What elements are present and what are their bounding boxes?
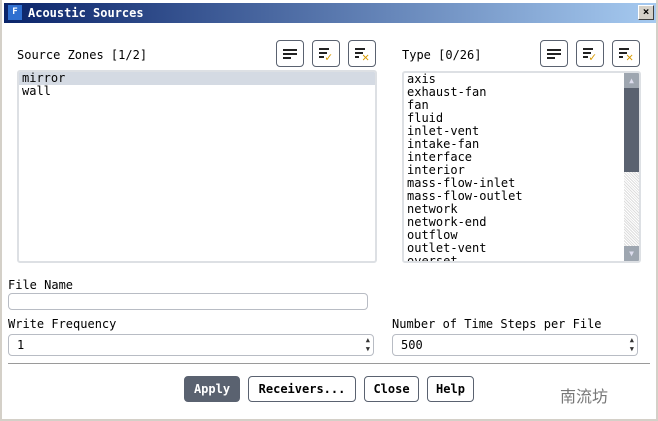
check-icon: ✓	[325, 50, 333, 64]
write-frequency-label: Write Frequency	[8, 317, 117, 331]
x-icon: ✕	[362, 50, 370, 64]
list-item[interactable]: interface	[407, 150, 473, 164]
divider	[8, 363, 650, 364]
window-title: Acoustic Sources	[28, 6, 144, 20]
list-item[interactable]: axis	[407, 72, 436, 86]
source-zones-list-toggle-button[interactable]	[276, 40, 304, 67]
list-item[interactable]: wall	[22, 84, 51, 98]
source-zones-list[interactable]: mirror wall	[17, 70, 377, 263]
title-bar: F Acoustic Sources ×	[4, 3, 656, 23]
type-list-toggle-button[interactable]	[540, 40, 568, 67]
type-label: Type [0/26]	[402, 48, 482, 62]
steps-per-file-value: 500	[401, 338, 423, 352]
steps-per-file-input[interactable]: 500 ▲▼	[392, 334, 638, 356]
list-item[interactable]: exhaust-fan	[407, 85, 487, 99]
source-zones-select-all-button[interactable]: ✓	[312, 40, 340, 67]
list-item[interactable]: mass-flow-inlet	[407, 176, 516, 190]
list-item[interactable]: intake-fan	[407, 137, 480, 151]
list-item[interactable]: outlet-vent	[407, 241, 487, 255]
source-zones-label: Source Zones [1/2]	[17, 48, 148, 62]
close-button[interactable]: Close	[364, 376, 419, 402]
spinner-arrows-icon[interactable]: ▲▼	[629, 336, 634, 353]
apply-button[interactable]: Apply	[184, 376, 240, 402]
file-name-input[interactable]	[8, 293, 368, 310]
list-item[interactable]: interior	[407, 163, 465, 177]
list-item[interactable]: overset	[407, 254, 458, 263]
watermark: 南流坊	[560, 387, 609, 406]
scroll-down-icon[interactable]: ▼	[624, 246, 639, 261]
spinner-arrows-icon[interactable]: ▲▼	[365, 336, 370, 353]
list-item[interactable]: outflow	[407, 228, 458, 242]
list-item[interactable]: inlet-vent	[407, 124, 480, 138]
list-item[interactable]: mirror	[19, 72, 375, 85]
list-item[interactable]: fluid	[407, 111, 444, 125]
list-item[interactable]: mass-flow-outlet	[407, 189, 523, 203]
write-frequency-input[interactable]: 1 ▲▼	[8, 334, 374, 356]
scrollbar-thumb[interactable]	[624, 88, 639, 172]
list-item[interactable]: fan	[407, 98, 429, 112]
type-list-scrollbar[interactable]: ▲ ▼	[624, 73, 639, 261]
scroll-up-icon[interactable]: ▲	[624, 73, 639, 88]
list-item[interactable]: network	[407, 202, 458, 216]
file-name-label: File Name	[8, 278, 74, 292]
type-select-all-button[interactable]: ✓	[576, 40, 604, 67]
receivers-button[interactable]: Receivers...	[248, 376, 356, 402]
steps-per-file-label: Number of Time Steps per File	[392, 317, 602, 331]
write-frequency-value: 1	[17, 338, 25, 352]
type-deselect-all-button[interactable]: ✕	[612, 40, 640, 67]
close-window-button[interactable]: ×	[638, 5, 654, 20]
list-item[interactable]: network-end	[407, 215, 487, 229]
check-icon: ✓	[589, 50, 597, 64]
source-zones-deselect-all-button[interactable]: ✕	[348, 40, 376, 67]
x-icon: ✕	[626, 50, 634, 64]
help-button[interactable]: Help	[427, 376, 474, 402]
app-icon: F	[8, 5, 22, 20]
